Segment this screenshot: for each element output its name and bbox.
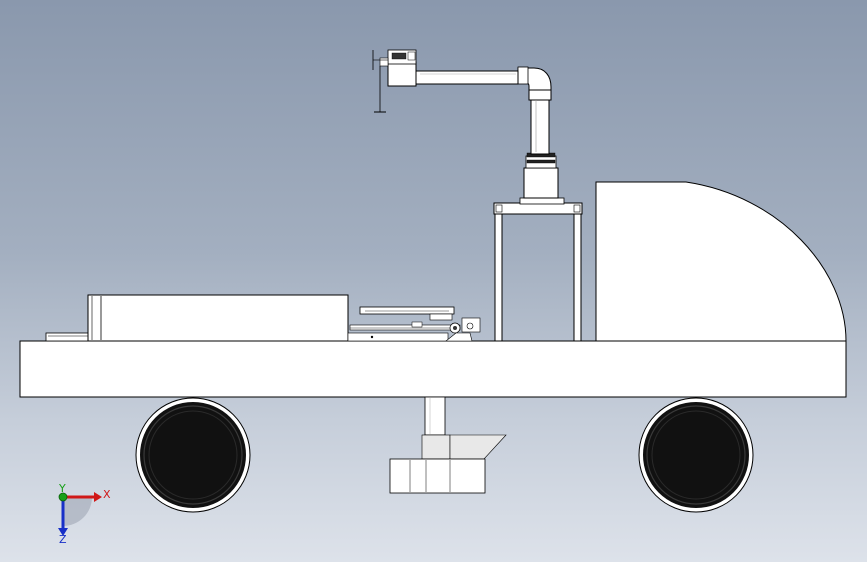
- chassis-body: [19, 340, 847, 398]
- arm-elbow-collar: [517, 66, 529, 85]
- undercarriage-unit: [389, 396, 507, 494]
- y-axis-label: Y: [58, 482, 66, 495]
- arm-support-frame: [493, 202, 583, 342]
- rear-wheel: [135, 397, 251, 513]
- z-axis-arrowhead: [58, 528, 68, 536]
- front-wheel: [638, 397, 754, 513]
- x-axis-arrowhead: [94, 492, 102, 502]
- arm-base: [519, 152, 565, 205]
- x-axis-label: X: [103, 488, 111, 501]
- cab-body: [595, 181, 847, 342]
- end-effector: [372, 49, 417, 113]
- coordinate-triad: X Y Z: [58, 482, 111, 546]
- z-axis-label: Z: [59, 533, 67, 546]
- tray-mechanism: [347, 306, 481, 342]
- arm-column: [528, 89, 552, 155]
- y-axis-dot: [58, 492, 68, 502]
- arm-boom: [415, 70, 519, 85]
- cargo-box: [45, 294, 349, 342]
